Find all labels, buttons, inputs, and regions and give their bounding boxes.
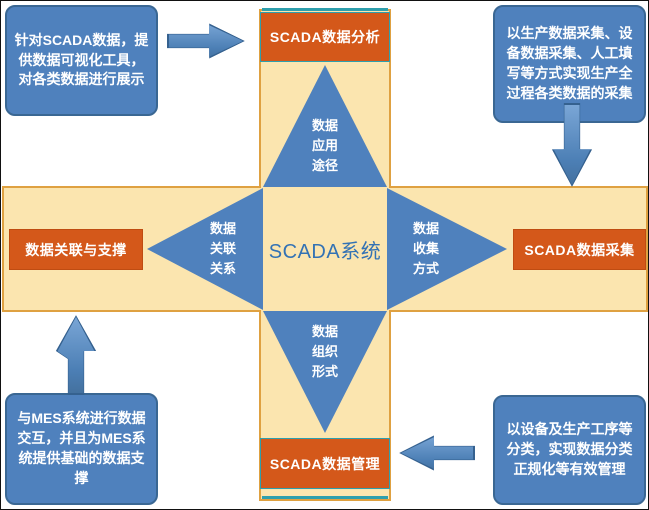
teal-accent-line-bottom [262, 496, 388, 499]
node-scada-data-analysis: SCADA数据分析 [260, 12, 390, 62]
node-scada-data-management: SCADA数据管理 [260, 438, 390, 489]
triangle-label: 数据 应用 途径 [311, 117, 338, 174]
teal-accent-line-top [262, 8, 388, 11]
center-title: SCADA系统 [268, 240, 382, 263]
note-top-right: 以生产数据采集、设备数据采集、人工填写等方式实现生产全过程各类数据的采集 [493, 5, 646, 123]
node-scada-data-acquisition: SCADA数据采集 [513, 229, 646, 270]
node-data-relation-support: 数据关联与支撑 [9, 229, 143, 270]
note-bottom-right: 以设备及生产工序等分类，实现数据分类正规化等有效管理 [493, 395, 646, 505]
note-top-left: 针对SCADA数据，提供数据可视化工具，对各类数据进行展示 [5, 5, 158, 116]
triangle-label: 数据 关联 关系 [209, 220, 236, 277]
triangle-label: 数据 组织 形式 [311, 323, 338, 380]
note-bottom-left: 与MES系统进行数据交互，并且为MES系统提供基础的数据支撑 [5, 393, 158, 505]
triangle-label: 数据 收集 方式 [412, 220, 439, 277]
